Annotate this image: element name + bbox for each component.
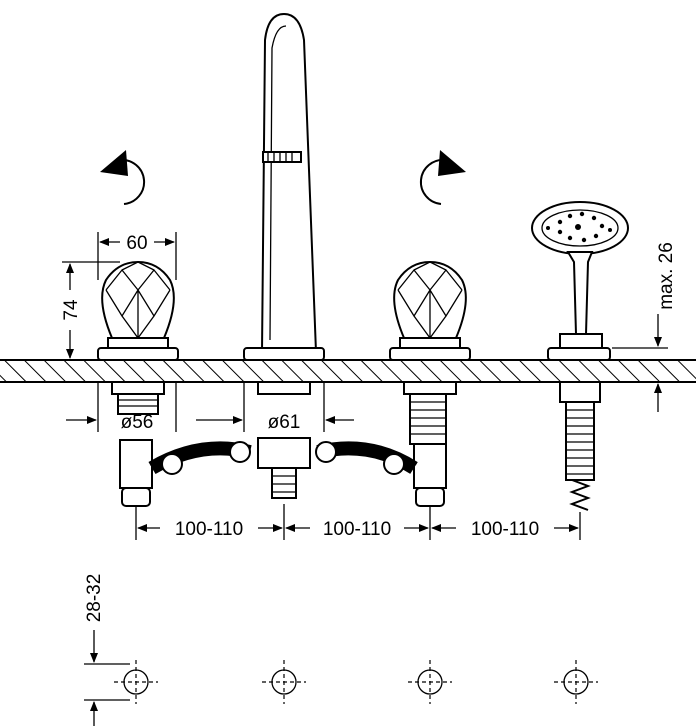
dim-handle-height: 74 xyxy=(61,299,82,321)
clockwise-arrow-icon xyxy=(419,150,466,205)
dimension-spacing xyxy=(135,504,581,540)
dim-handle-width: 60 xyxy=(126,233,147,254)
dim-spacing-1: 100-110 xyxy=(175,519,243,540)
dimension-max-26 xyxy=(612,314,668,412)
hole-marker-3 xyxy=(408,660,452,704)
dim-max-height: max. 26 xyxy=(656,242,677,310)
right-handle xyxy=(389,260,471,507)
counterclockwise-arrow-icon xyxy=(100,150,146,205)
left-handle xyxy=(97,260,179,507)
dimension-28-32 xyxy=(84,630,130,726)
dim-base-diameter-left: ø56 xyxy=(121,412,154,433)
hole-marker-2 xyxy=(262,660,306,704)
dim-deck-thickness: 28-32 xyxy=(84,574,105,623)
deck-slab xyxy=(0,359,696,383)
dimension-d56 xyxy=(66,382,177,432)
hole-marker-4 xyxy=(554,660,598,704)
spout xyxy=(243,12,325,395)
connection-hoses xyxy=(148,437,418,499)
dimension-d61 xyxy=(196,382,354,432)
dimension-60 xyxy=(97,232,177,280)
dim-spacing-3: 100-110 xyxy=(471,519,539,540)
dim-base-diameter-spout: ø61 xyxy=(268,412,301,433)
hand-shower xyxy=(531,201,629,511)
dim-spacing-2: 100-110 xyxy=(323,519,391,540)
dimension-74 xyxy=(62,261,120,359)
hole-marker-1 xyxy=(114,660,158,704)
